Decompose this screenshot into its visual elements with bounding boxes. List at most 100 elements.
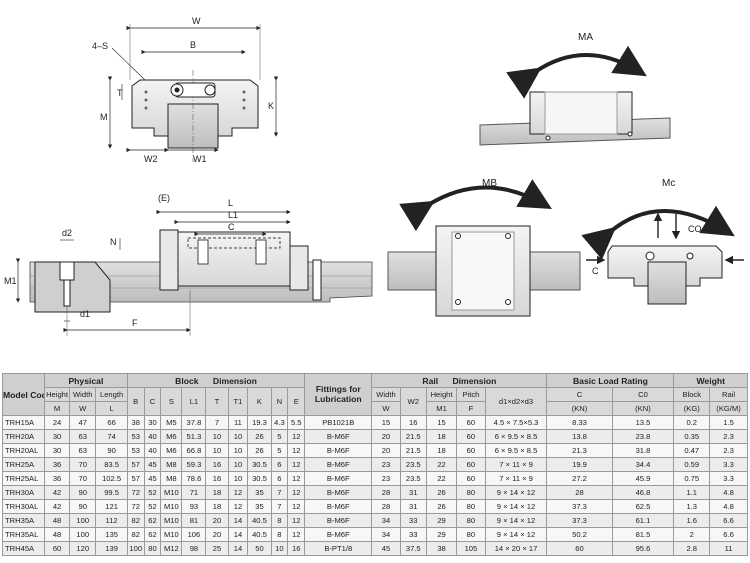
table-cell: 60	[456, 443, 486, 458]
sub-d1d2d3: d1×d2×d3	[484, 387, 548, 416]
table-cell: 31	[399, 499, 427, 514]
table-cell: 16	[205, 471, 229, 486]
sub-n: N	[270, 387, 289, 416]
table-cell: 23.5	[399, 471, 427, 486]
table-cell: 4.3	[270, 415, 289, 430]
table-cell: 70	[69, 471, 97, 486]
table-cell: 47	[69, 415, 97, 430]
unit-kn-c: (KN)	[546, 401, 613, 416]
unit-w: W	[69, 401, 97, 416]
table-cell: 12	[287, 471, 306, 486]
table-cell: 12	[287, 527, 306, 542]
table-cell: B-M6F	[304, 471, 373, 486]
table-cell: 60	[456, 471, 486, 486]
table-cell: 12	[287, 457, 306, 472]
table-cell: 30	[143, 415, 162, 430]
table-cell: M10	[160, 485, 183, 500]
table-cell: 16	[399, 415, 427, 430]
table-cell: 50.2	[546, 527, 613, 542]
table-cell: 37.5	[399, 541, 427, 556]
table-cell: 102.5	[95, 471, 128, 486]
table-cell: M6	[160, 443, 183, 458]
table-cell: 0.75	[673, 471, 711, 486]
table-cell: 31	[399, 485, 427, 500]
table-cell: 90	[69, 499, 97, 514]
header-physical: Physical	[43, 373, 128, 388]
table-cell: 12	[227, 485, 249, 500]
table-cell: 20	[205, 527, 229, 542]
table-cell: M8	[160, 457, 183, 472]
header-model-code: Model Code	[2, 373, 45, 416]
table-cell: 45.9	[611, 471, 675, 486]
ma-label: MA	[578, 32, 593, 43]
table-cell: 83.5	[95, 457, 128, 472]
table-cell: 36	[43, 457, 71, 472]
table-cell: 21.5	[399, 429, 427, 444]
table-cell: 7 × 11 × 9	[484, 457, 548, 472]
table-cell: 30	[43, 429, 71, 444]
table-cell: 78.6	[181, 471, 207, 486]
header-basic-load-rating: Basic Load Rating	[546, 373, 675, 388]
sub-c-kn: C	[546, 387, 613, 402]
table-cell: 105	[456, 541, 486, 556]
dim-s-label: 4–S	[92, 41, 108, 51]
table-cell: 82	[126, 527, 145, 542]
table-cell: 16	[205, 457, 229, 472]
table-cell: 46.8	[611, 485, 675, 500]
table-cell: 70	[69, 457, 97, 472]
table-cell: 60	[456, 415, 486, 430]
table-cell: 19.9	[546, 457, 613, 472]
table-cell: 12	[287, 485, 306, 500]
dim-w1-label: W1	[193, 154, 207, 164]
sub-s: S	[160, 387, 183, 416]
dim-k-label: K	[268, 101, 274, 111]
table-cell: 95.6	[611, 541, 675, 556]
table-cell: 14	[227, 541, 249, 556]
table-cell: 106	[181, 527, 207, 542]
table-cell: 74	[95, 429, 128, 444]
c-label: C	[592, 266, 599, 276]
table-cell: 12	[287, 499, 306, 514]
table-cell: B-M6F	[304, 443, 373, 458]
table-cell: 60	[456, 429, 486, 444]
dim-f-label: F	[132, 318, 138, 328]
table-cell: 45	[143, 471, 162, 486]
table-cell: 48	[43, 527, 71, 542]
table-cell: 57	[126, 457, 145, 472]
table-cell: 26	[247, 429, 272, 444]
table-cell: 72	[126, 499, 145, 514]
table-cell: 10	[227, 471, 249, 486]
table-cell: 50	[247, 541, 272, 556]
table-cell: 112	[95, 513, 128, 528]
table-cell: 2.3	[709, 443, 748, 458]
dim-m1-label: M1	[4, 276, 17, 286]
dim-e-label: (E)	[158, 193, 170, 203]
table-cell: 80	[143, 541, 162, 556]
table-cell: 33	[399, 527, 427, 542]
sub-rail-height: Height	[425, 387, 458, 402]
table-cell: 80	[456, 527, 486, 542]
table-cell: 120	[69, 541, 97, 556]
table-cell: 21.5	[399, 443, 427, 458]
table-cell: 10	[205, 443, 229, 458]
table-cell: 23.8	[611, 429, 675, 444]
unit-rail-w: W	[371, 401, 401, 416]
table-cell: 7 × 11 × 9	[484, 471, 548, 486]
table-cell: 53	[126, 429, 145, 444]
table-cell: 26	[247, 443, 272, 458]
table-cell: 6	[270, 471, 289, 486]
table-cell: 15	[425, 415, 458, 430]
model-code-cell: TRH30AL	[2, 499, 45, 514]
table-cell: 48	[43, 513, 71, 528]
table-cell: 2	[673, 527, 711, 542]
dim-t-label: T	[117, 88, 123, 98]
model-code-cell: TRH15A	[2, 415, 45, 430]
table-cell: 42	[43, 485, 71, 500]
table-cell: 61.1	[611, 513, 675, 528]
table-cell: M5	[160, 415, 183, 430]
